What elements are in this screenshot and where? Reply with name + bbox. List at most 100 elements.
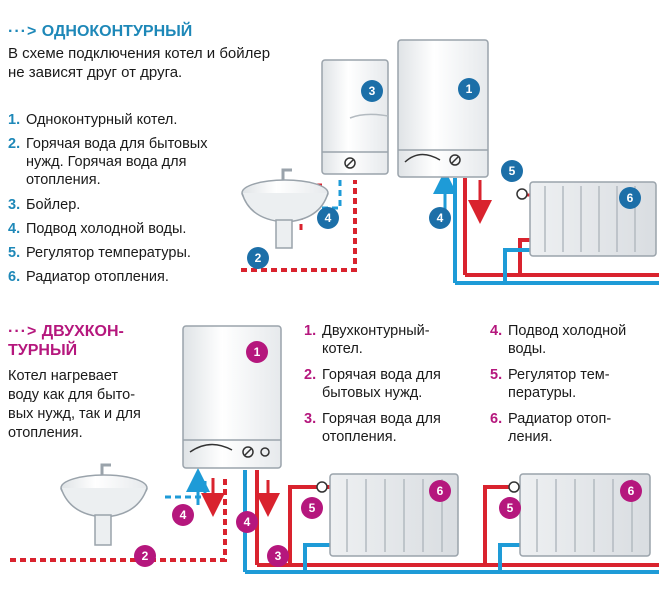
item-number: 6. bbox=[8, 269, 21, 285]
heating-return-pipe bbox=[503, 250, 659, 285]
badge-label: 1 bbox=[466, 82, 473, 96]
badge-circle bbox=[246, 341, 268, 363]
dotted-arrow-icon: ···> bbox=[8, 323, 38, 340]
single-circuit-boiler bbox=[397, 39, 489, 178]
badge-label: 3 bbox=[275, 549, 282, 563]
badge-circle bbox=[172, 504, 194, 526]
section1-item: 5.Регулятор температуры. bbox=[8, 244, 191, 262]
radiator-bottom-1 bbox=[316, 473, 459, 557]
bottom-pipes bbox=[10, 468, 659, 574]
item-line: Горячая вода для bbox=[322, 411, 441, 427]
item-line: Бойлер. bbox=[26, 197, 81, 213]
item-line: воды. bbox=[508, 341, 547, 357]
heating-return-pipe bbox=[498, 543, 520, 572]
intro-line: воду как для быто- bbox=[8, 387, 136, 403]
item-line: Одноконтурный котел. bbox=[26, 112, 178, 128]
badge-circle bbox=[267, 545, 289, 567]
badge-label: 5 bbox=[509, 164, 516, 178]
section1-intro: В схеме подключения котел и бойлер не за… bbox=[8, 44, 270, 82]
regulator-valve bbox=[508, 481, 520, 493]
badge-label: 4 bbox=[325, 211, 332, 225]
badge-circle bbox=[429, 207, 451, 229]
sink-top bbox=[241, 168, 329, 249]
section2-title-line: ДВУХКОН- bbox=[41, 323, 124, 340]
item-number: 6. bbox=[490, 411, 503, 427]
intro-line: не зависят друг от друга. bbox=[8, 64, 183, 81]
item-line: Радиатор отоп- bbox=[508, 411, 612, 427]
badge-label: 6 bbox=[437, 484, 444, 498]
dotted-arrow-icon: ···> bbox=[8, 23, 38, 40]
item-number: 3. bbox=[8, 197, 21, 213]
section2-item: 1.Двухконтурный-котел. bbox=[304, 322, 430, 358]
item-line: нужд. Горячая вода для bbox=[26, 154, 187, 170]
section1-item: 3. Бойлер. bbox=[8, 196, 80, 214]
section2-heading: ···> ДВУХКОН- ТУРНЫЙ bbox=[8, 322, 124, 360]
item-number: 4. bbox=[8, 221, 21, 237]
badge-circle bbox=[236, 511, 258, 533]
intro-line: вых нужд, так и для bbox=[8, 406, 141, 422]
badges-bottom: 1 2 4 4 3 5 6 5 6 bbox=[134, 341, 642, 567]
badge-label: 1 bbox=[254, 345, 261, 359]
badge-label: 3 bbox=[369, 84, 376, 98]
section1-item: 6. Радиатор отопления. bbox=[8, 268, 169, 286]
badge-label: 5 bbox=[309, 501, 316, 515]
badge-circle bbox=[429, 480, 451, 502]
section1-item: 1. Одноконтурный котел. bbox=[8, 111, 177, 129]
item-line: Горячая вода для bbox=[322, 367, 441, 383]
regulator-valve bbox=[516, 188, 528, 200]
section2-title-line: ТУРНЫЙ bbox=[8, 342, 78, 359]
badge-circle bbox=[134, 545, 156, 567]
item-line: Подвод холодной bbox=[508, 323, 627, 339]
badges-top: 3 1 2 4 4 5 6 bbox=[247, 78, 641, 269]
badge-circle bbox=[619, 187, 641, 209]
item-number: 5. bbox=[8, 245, 21, 261]
badge-label: 6 bbox=[628, 484, 635, 498]
item-number: 4. bbox=[490, 323, 503, 339]
item-line: Радиатор отопления. bbox=[26, 269, 169, 285]
hot-water-pipe bbox=[10, 478, 227, 562]
section2-item: 6. Радиатор отоп-ления. bbox=[490, 410, 611, 446]
badge-label: 4 bbox=[244, 515, 251, 529]
badge-circle bbox=[247, 247, 269, 269]
item-number: 1. bbox=[304, 323, 317, 339]
radiator-bottom-2 bbox=[508, 473, 651, 557]
section2-intro: Котел нагревает воду как для быто- вых н… bbox=[8, 367, 141, 443]
badge-label: 4 bbox=[437, 211, 444, 225]
item-line: пературы. bbox=[508, 385, 577, 401]
section2-item: 3. Горячая вода для отопления. bbox=[304, 410, 441, 446]
item-number: 3. bbox=[304, 411, 317, 427]
badge-circle bbox=[361, 80, 383, 102]
intro-line: Котел нагревает bbox=[8, 368, 119, 384]
badge-label: 6 bbox=[627, 191, 634, 205]
sink-bottom bbox=[60, 463, 148, 546]
item-number: 1. bbox=[8, 112, 21, 128]
badge-label: 4 bbox=[180, 508, 187, 522]
section2-item: 4. Подвод холодной воды. bbox=[490, 322, 626, 358]
intro-line: отопления. bbox=[8, 425, 83, 441]
badge-circle bbox=[458, 78, 480, 100]
section2-item: 5.Регулятор тем-пературы. bbox=[490, 366, 610, 402]
item-number: 2. bbox=[304, 367, 317, 383]
boiler-appliance bbox=[321, 59, 389, 175]
regulator-valve bbox=[316, 481, 328, 493]
badge-circle bbox=[499, 497, 521, 519]
badge-circle bbox=[501, 160, 523, 182]
heating-return-pipe bbox=[455, 248, 540, 285]
item-line: отопления. bbox=[322, 429, 397, 445]
intro-line: В схеме подключения котел и бойлер bbox=[8, 45, 271, 62]
item-line: ления. bbox=[508, 429, 553, 445]
badge-label: 2 bbox=[255, 251, 262, 265]
badge-circle bbox=[317, 207, 339, 229]
item-number: 5. bbox=[490, 367, 503, 383]
heating-supply-pipe bbox=[465, 238, 540, 277]
item-line: Горячая вода для бытовых bbox=[26, 136, 208, 152]
item-line: Двухконтурный- bbox=[322, 323, 430, 339]
hot-water-pipe bbox=[241, 180, 357, 272]
section1-title: ОДНОКОНТУРНЫЙ bbox=[41, 23, 193, 40]
section1-item: 4.Подвод холодной воды. bbox=[8, 220, 186, 238]
badge-label: 2 bbox=[142, 549, 149, 563]
badge-circle bbox=[620, 480, 642, 502]
